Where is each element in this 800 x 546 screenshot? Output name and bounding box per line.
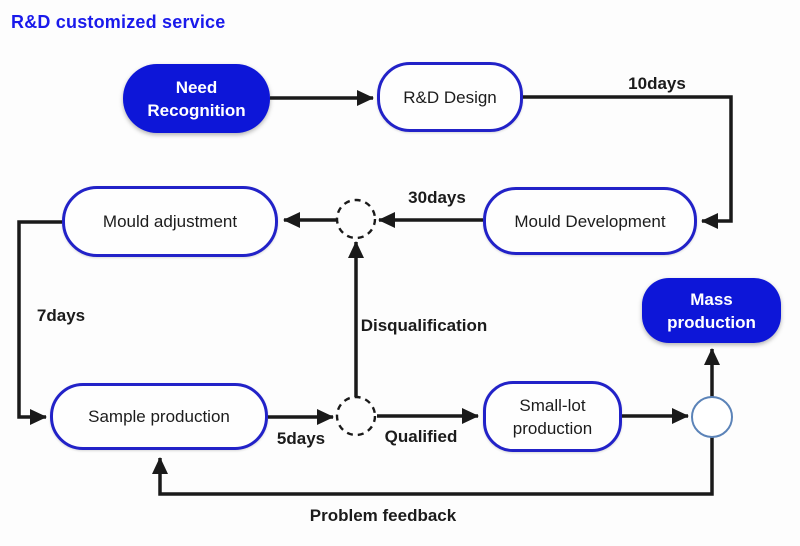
edge-mould-adjustment-to-sample [17,220,62,425]
decision-junction-bottom-icon [335,395,377,437]
edge-label-30days: 30days [408,188,466,207]
edge-label-10days: 10days [628,74,686,93]
edge-label-5days: 5days [276,429,326,448]
page-title: R&D customized service [11,12,226,32]
edge-label-disqualification: Disqualification [360,316,488,335]
node-mould-development: Mould Development [483,187,697,255]
node-sample-production: Sample production [50,383,268,450]
node-rd-design: R&D Design [377,62,523,132]
edge-label-qualified: Qualified [384,427,458,446]
connector-circle-icon [691,396,733,438]
decision-junction-top-icon [335,198,377,240]
edge-label-problem-feedback: Problem feedback [309,506,457,525]
node-small-lot-production: Small-lot production [483,381,622,452]
node-need-recognition: Need Recognition [123,64,270,133]
edge-design-to-mould-development [523,95,733,229]
edge-problem-feedback [152,437,714,496]
node-mass-production: Mass production [642,278,781,343]
edge-label-7days: 7days [36,306,86,325]
node-mould-adjustment: Mould adjustment [62,186,278,257]
